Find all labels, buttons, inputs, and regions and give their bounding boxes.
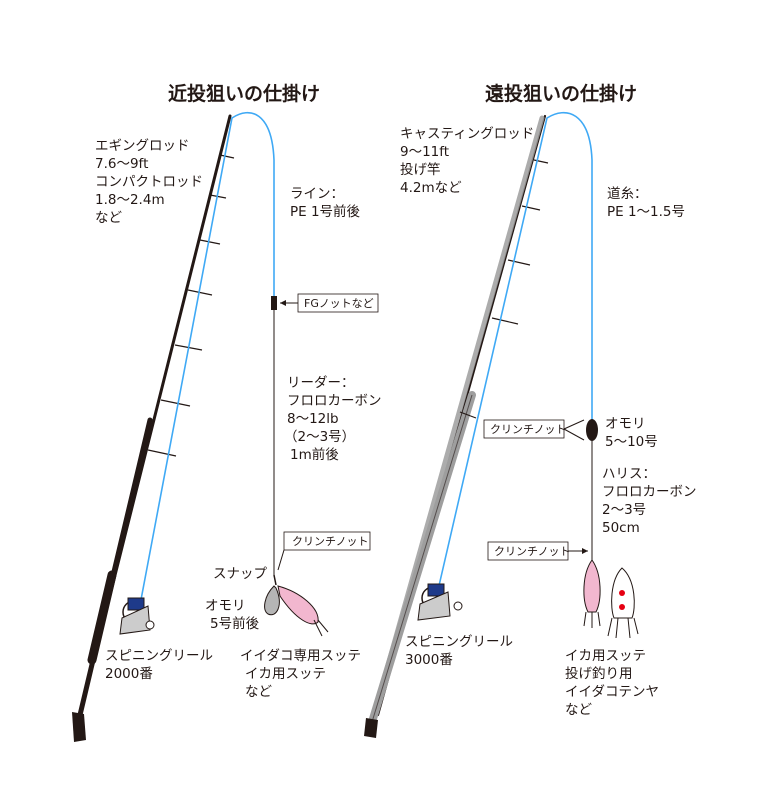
svg-text:8～12lb: 8～12lb xyxy=(287,411,339,427)
left-sinker-label: オモリ 5号前後 xyxy=(205,598,260,632)
left-snap-label: スナップ xyxy=(213,566,267,582)
left-title: 近投狙いの仕掛け xyxy=(168,82,320,105)
svg-text:クリンチノット: クリンチノット xyxy=(494,545,570,558)
left-rod xyxy=(72,114,235,742)
svg-text:2000番: 2000番 xyxy=(105,666,153,682)
svg-text:FGノットなど: FGノットなど xyxy=(304,297,374,310)
svg-text:オモリ: オモリ xyxy=(605,416,646,432)
right-sinker-icon xyxy=(586,419,598,441)
right-rod xyxy=(364,114,549,738)
right-rod-grip xyxy=(364,718,378,738)
svg-text:7.6～9ft: 7.6～9ft xyxy=(95,156,148,172)
svg-text:PE 1～1.5号: PE 1～1.5号 xyxy=(607,204,685,220)
right-line-label: 道糸： PE 1～1.5号 xyxy=(607,186,685,220)
left-leader-label: リーダー： フロロカーボン 8～12lb （2～3号） 1m前後 xyxy=(284,375,382,463)
right-knot1-callout: クリンチノット xyxy=(483,419,585,441)
svg-text:スピニングリール: スピニングリール xyxy=(105,648,213,664)
left-rod-label: エギングロッド 7.6～9ft コンパクトロッド 1.8～2.4m など xyxy=(95,138,203,226)
left-rod-guides xyxy=(147,154,235,457)
svg-text:エギングロッド: エギングロッド xyxy=(95,138,190,154)
left-line-label: ライン： PE 1号前後 xyxy=(290,186,361,220)
right-main-line xyxy=(437,111,593,591)
svg-text:9～11ft: 9～11ft xyxy=(400,144,449,160)
right-harris-label: ハリス： フロロカーボン 2～3号 50cm xyxy=(602,466,697,536)
svg-text:5号前後: 5号前後 xyxy=(210,615,260,632)
svg-text:投げ釣り用: 投げ釣り用 xyxy=(565,666,633,682)
right-title: 遠投狙いの仕掛け xyxy=(485,82,637,105)
svg-text:スピニングリール: スピニングリール xyxy=(405,634,513,650)
svg-text:1.8～2.4m: 1.8～2.4m xyxy=(95,192,165,208)
svg-text:など: など xyxy=(245,684,272,700)
svg-text:ライン：: ライン： xyxy=(290,186,344,202)
svg-text:フロロカーボン: フロロカーボン xyxy=(602,484,697,500)
left-reel-icon xyxy=(119,597,155,635)
svg-text:投げ竿: 投げ竿 xyxy=(400,162,441,178)
right-rod-guides xyxy=(459,159,549,419)
left-rig: 近投狙いの仕掛け xyxy=(72,82,382,742)
svg-text:PE 1号前後: PE 1号前後 xyxy=(290,203,361,220)
svg-text:など: など xyxy=(565,702,593,718)
svg-text:イイダコテンヤ: イイダコテンヤ xyxy=(565,684,659,700)
svg-text:イカ用スッテ: イカ用スッテ xyxy=(245,666,326,682)
svg-text:ハリス：: ハリス： xyxy=(602,466,656,482)
svg-text:コンパクトロッド: コンパクトロッド xyxy=(95,174,203,190)
svg-text:1m前後: 1m前後 xyxy=(290,446,339,463)
right-sinker-label: オモリ 5～10号 xyxy=(605,416,658,450)
svg-text:道糸：: 道糸： xyxy=(607,186,648,202)
left-snap-icon xyxy=(273,574,277,586)
svg-text:イイダコ専用スッテ: イイダコ専用スッテ xyxy=(240,648,361,664)
right-rig: 遠投狙いの仕掛け xyxy=(364,82,697,738)
left-sinker-icon xyxy=(264,585,280,616)
svg-text:クリンチノット: クリンチノット xyxy=(490,423,566,436)
left-rod-grip xyxy=(72,712,86,742)
left-lure-hooks xyxy=(313,619,329,637)
svg-text:3000番: 3000番 xyxy=(405,652,453,668)
svg-text:4.2mなど: 4.2mなど xyxy=(400,180,462,196)
right-rod-label: キャスティングロッド 9～11ft 投げ竿 4.2mなど xyxy=(400,126,534,196)
svg-text:50cm: 50cm xyxy=(602,520,640,536)
right-lure-label: イカ用スッテ 投げ釣り用 イイダコテンヤ など xyxy=(565,648,659,718)
svg-text:など: など xyxy=(95,210,122,226)
svg-text:オモリ: オモリ xyxy=(205,598,246,614)
right-reel-icon xyxy=(417,583,463,621)
svg-text:フロロカーボン: フロロカーボン xyxy=(287,393,382,409)
right-reel-label: スピニングリール 3000番 xyxy=(405,634,513,668)
svg-text:2～3号: 2～3号 xyxy=(602,502,646,518)
left-fg-knot xyxy=(271,296,277,310)
left-lure-icon xyxy=(277,585,319,625)
svg-text:イカ用スッテ: イカ用スッテ xyxy=(565,648,646,664)
right-knot2-callout: クリンチノット xyxy=(487,541,588,561)
left-main-line xyxy=(139,111,275,606)
left-lure-label: イイダコ専用スッテ イカ用スッテ など xyxy=(240,648,361,700)
svg-text:キャスティングロッド: キャスティングロッド xyxy=(400,126,534,142)
left-reel-label: スピニングリール 2000番 xyxy=(105,648,213,682)
svg-text:リーダー：: リーダー： xyxy=(287,375,355,391)
right-lure-sutte-icon xyxy=(583,559,601,613)
left-knot2-callout: クリンチノット xyxy=(277,531,371,571)
left-knot1-callout: FGノットなど xyxy=(280,293,379,313)
svg-text:（2～3号）: （2～3号） xyxy=(284,429,355,445)
svg-text:クリンチノット: クリンチノット xyxy=(292,535,368,548)
svg-text:5～10号: 5～10号 xyxy=(605,434,658,450)
